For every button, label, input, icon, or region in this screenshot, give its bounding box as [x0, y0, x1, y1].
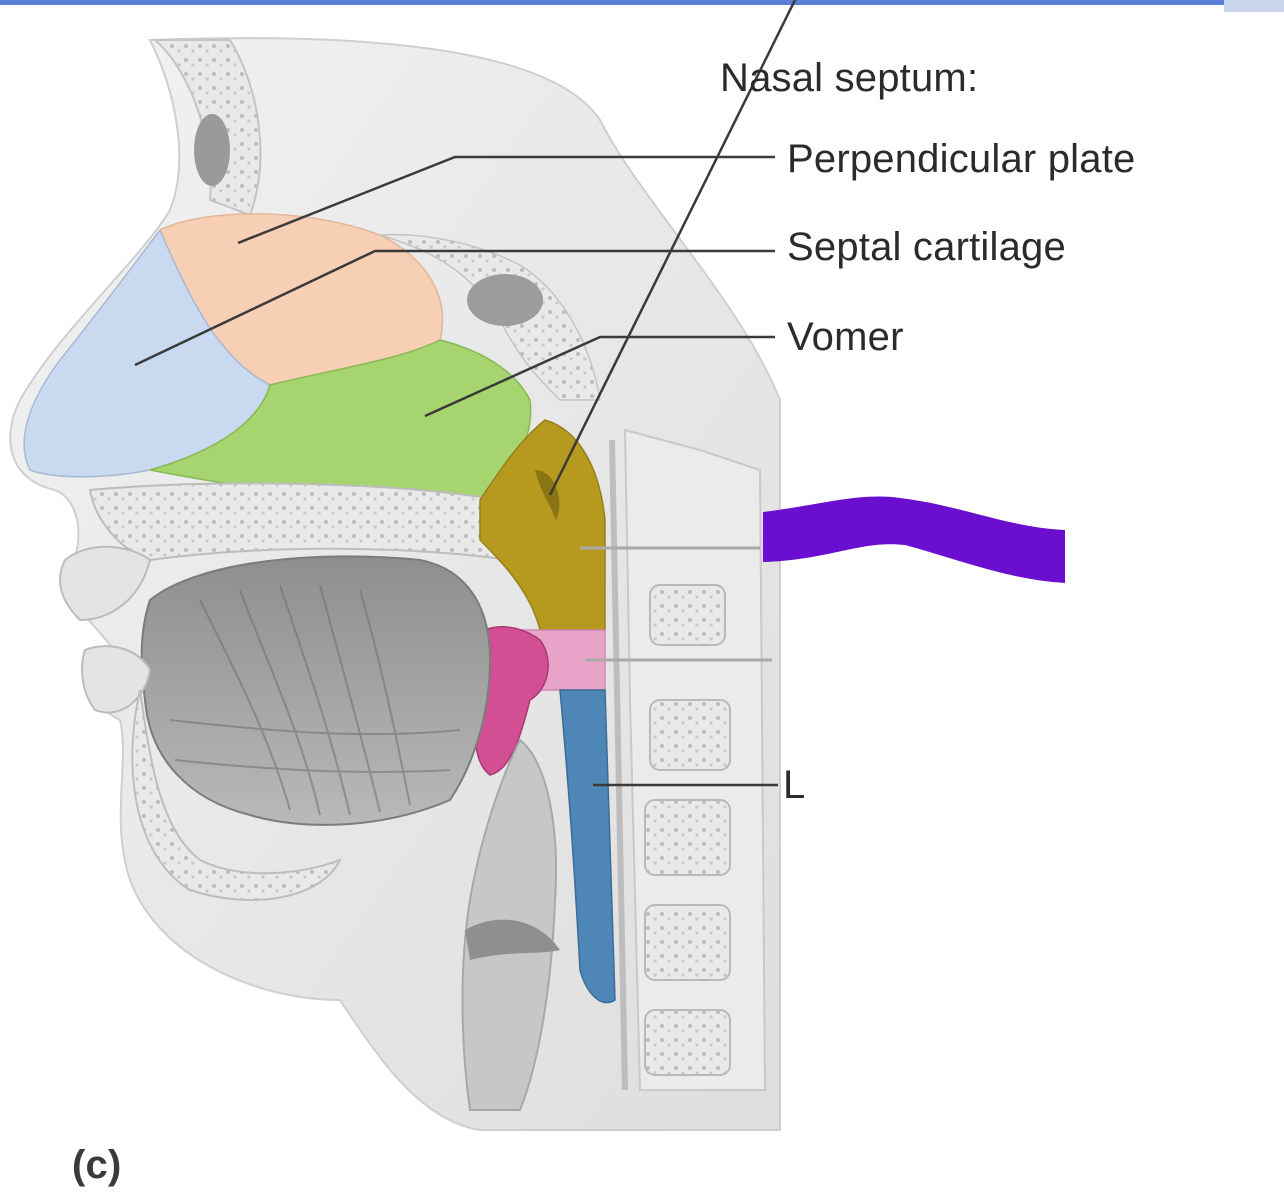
mandible — [131, 689, 343, 901]
label-nasal-septum-heading: Nasal septum: — [720, 56, 979, 100]
frontal-sinus — [194, 114, 230, 186]
hard-palate — [88, 482, 517, 562]
lower-lip — [81, 645, 152, 714]
leader-lines-faint — [580, 546, 772, 662]
larynx-cartilage — [465, 919, 560, 960]
redaction-mark — [763, 496, 1065, 583]
leader-perpendicular-plate — [237, 155, 775, 245]
septal-cartilage-region — [23, 228, 271, 478]
vertebrae — [644, 584, 731, 1076]
nasopharynx-region — [479, 419, 606, 631]
label-l: L — [783, 763, 806, 807]
eustachian-opening — [535, 470, 560, 520]
sphenoid-bone — [379, 233, 601, 401]
label-septal-cartilage: Septal cartilage — [787, 225, 1066, 269]
sphenoid-sinus — [467, 274, 543, 326]
top-accent-corner — [1224, 0, 1284, 12]
label-vomer: Vomer — [787, 315, 904, 359]
label-perpendicular-plate: Perpendicular plate — [787, 137, 1136, 181]
leader-long-diagonal — [548, 0, 797, 496]
top-accent-bar — [0, 0, 1284, 5]
leader-vomer — [424, 335, 775, 418]
leader-lines — [134, 0, 797, 787]
upper-lip — [59, 545, 152, 622]
panel-label: (c) — [72, 1143, 122, 1187]
tongue-muscle-fibers — [169, 584, 461, 816]
leader-septal-cartilage — [134, 249, 775, 367]
laryngopharynx-region — [559, 689, 616, 1004]
